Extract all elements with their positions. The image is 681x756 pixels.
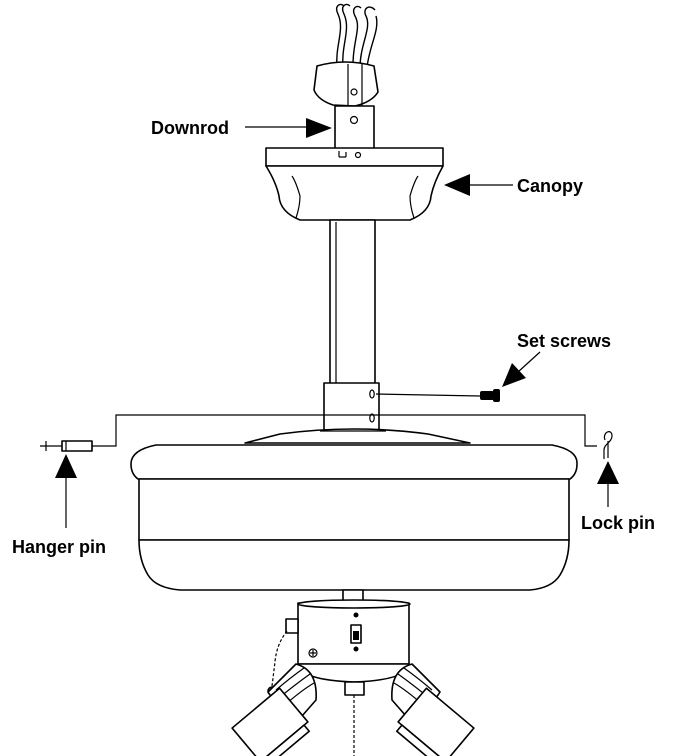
canopy <box>265 147 444 221</box>
pin-path-line <box>92 414 597 447</box>
lock-pin <box>603 431 613 459</box>
lock-pin-arrow <box>597 461 619 507</box>
hanger-pin <box>40 440 93 452</box>
motor-coupling <box>323 382 380 432</box>
light-kit-left <box>231 663 317 756</box>
hanger-pin-arrow <box>55 454 77 528</box>
canopy-arrow <box>444 174 513 196</box>
downrod-top <box>334 105 375 150</box>
downrod-label: Downrod <box>151 118 229 138</box>
canopy-label: Canopy <box>517 176 583 196</box>
light-kit-right <box>391 663 475 756</box>
hanger-ball <box>313 61 379 107</box>
hanger-pin-label: Hanger pin <box>12 537 106 557</box>
set-screws-arrow <box>502 351 541 387</box>
supply-wires <box>335 3 378 69</box>
set-screw <box>375 389 500 402</box>
lock-pin-label: Lock pin <box>581 513 655 533</box>
downrod-shaft <box>329 219 376 386</box>
motor-housing <box>130 428 578 591</box>
set-screws-label: Set screws <box>517 331 611 351</box>
switch-housing <box>285 589 411 683</box>
downrod-arrow <box>245 118 332 138</box>
